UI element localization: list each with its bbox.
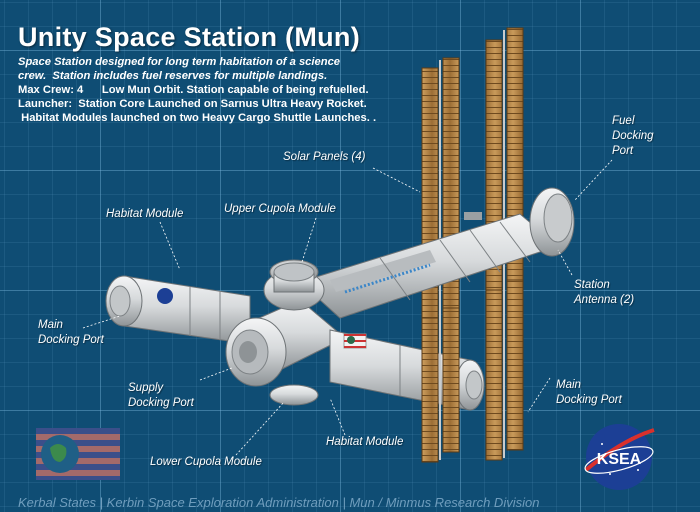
habitat-module-left — [105, 275, 251, 345]
description-line-3: Max Crew: 4 Low Mun Orbit. Station capab… — [18, 84, 369, 96]
label-supply-docking-port: Supply Docking Port — [128, 382, 194, 409]
ksea-logo-text: KSEA — [597, 451, 642, 468]
leader-lines — [82, 159, 613, 456]
label-habitat-module-left: Habitat Module — [106, 208, 184, 220]
page-title: Unity Space Station (Mun) — [18, 22, 361, 52]
habitat-module-right — [329, 329, 485, 411]
label-upper-cupola: Upper Cupola Module — [224, 203, 336, 215]
label-habitat-module-bottom: Habitat Module — [326, 436, 404, 448]
supply-docking-port-module — [225, 317, 287, 387]
solar-panel-array-lower — [421, 279, 524, 463]
core-module — [299, 187, 575, 319]
kerbal-states-flag — [36, 428, 120, 480]
label-station-antenna: Station Antenna (2) — [574, 279, 635, 306]
label-lower-cupola: Lower Cupola Module — [150, 456, 262, 468]
description-line-5: Habitat Modules launched on two Heavy Ca… — [18, 112, 377, 124]
description-line-1: Space Station designed for long term hab… — [18, 56, 341, 68]
label-main-docking-port-right: Main Docking Port — [556, 379, 622, 406]
label-fuel-docking-port: Fuel Docking Port — [612, 115, 654, 157]
ksea-logo: KSEA — [584, 424, 655, 490]
description-line-2: crew. Station includes fuel reserves for… — [18, 70, 328, 82]
description-line-4: Launcher: Station Core Launched on Sarnu… — [18, 98, 367, 110]
label-solar-panels: Solar Panels (4) — [283, 151, 366, 163]
label-main-docking-port-left: Main Docking Port — [38, 319, 104, 346]
footer-text: Kerbal States | Kerbin Space Exploration… — [18, 495, 540, 510]
